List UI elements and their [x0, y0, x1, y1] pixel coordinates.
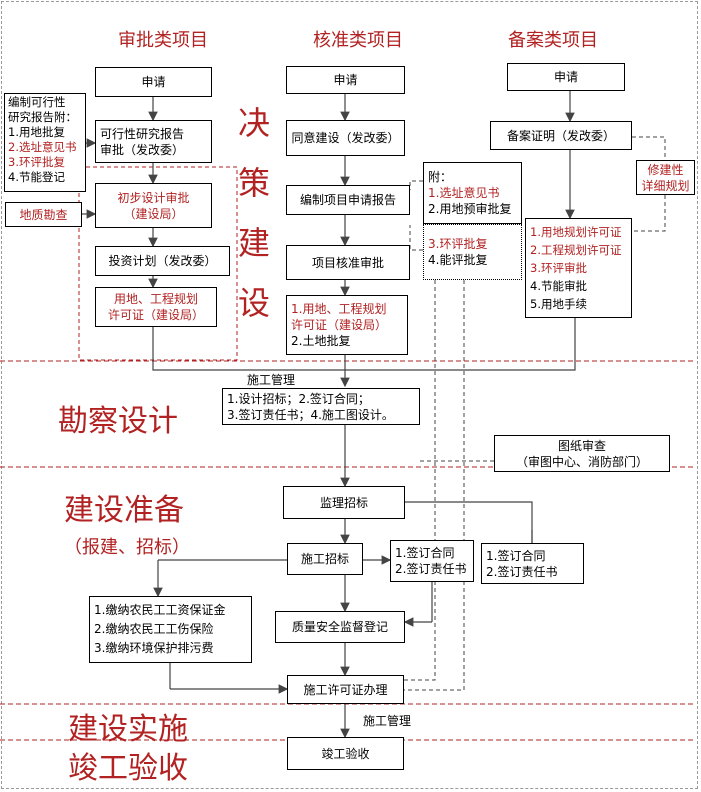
note-item-2: 2.选址意见书 — [8, 140, 77, 154]
phase-implementation: 建设实施 — [68, 712, 188, 747]
prelim-design-line-1: 初步设计审批 — [117, 190, 190, 205]
filing-items-box: 1.用地规划许可证 2.工程规划许可证 3.环评审批 4.节能审批 5.用地手续 — [525, 218, 632, 318]
verification-review-box: 项目核准审批 — [286, 245, 410, 280]
agree-construction-box: 同意建设（发改委） — [286, 120, 405, 156]
quality-registration-box: 质量安全监督登记 — [275, 611, 405, 643]
feasibility-line-2: 审批（发改委） — [100, 142, 185, 157]
feasibility-approval-box: 可行性研究报告 审批（发改委） — [95, 120, 212, 163]
construction-bid-box: 施工招标 — [287, 543, 363, 575]
phase-acceptance: 竣工验收 — [68, 751, 188, 786]
design-tasks-box: 1.设计招标；2.签订合同； 3.签订责任书；4.施工图设计。 — [222, 388, 420, 425]
application-report-box: 编制项目申请报告 — [286, 185, 410, 215]
phase-decision-3: 建 — [238, 224, 271, 262]
design-tasks-line-2: 3.签订责任书；4.施工图设计。 — [227, 407, 394, 422]
approval-apply-box: 申请 — [95, 67, 212, 97]
verification-permit-3: 2.土地批复 — [291, 334, 351, 348]
verification-attachments-box: 附： 1.选址意见书 2.用地预审批复 — [423, 162, 522, 224]
land-permit-line-1: 用地、工程规划 — [113, 292, 198, 306]
prelim-design-box: 初步设计审批 （建设局） — [95, 183, 212, 228]
completion-acceptance-box: 竣工验收 — [287, 737, 404, 770]
filing-item-5: 5.用地手续 — [530, 297, 587, 311]
contract-mid-line-2: 2.签订责任书 — [395, 562, 467, 576]
verification-permit-2: 许可证（建设局） — [291, 318, 388, 332]
attach-title: 附： — [428, 170, 453, 184]
fees-line-3: 3.缴纳环境保护排污费 — [94, 641, 214, 655]
attach-item-1: 1.选址意见书 — [428, 186, 500, 200]
fees-box: 1.缴纳农民工工资保证金 2.缴纳农民工工伤保险 3.缴纳环境保护排污费 — [89, 596, 252, 663]
fees-line-2: 2.缴纳农民工工伤保险 — [94, 622, 214, 636]
verification-attachments-2-box: 3.环评批复 4.能评批复 — [423, 224, 522, 280]
filing-item-3: 3.环评审批 — [530, 261, 587, 275]
verification-permit-1: 1.用地、工程规划 — [291, 302, 387, 316]
filing-apply-box: 申请 — [507, 63, 625, 91]
drawing-review-box: 图纸审查 （审图中心、消防部门） — [494, 435, 670, 472]
note-item-3: 3.环评批复 — [8, 155, 65, 169]
attach-item-2: 2.用地预审批复 — [428, 202, 512, 216]
geo-survey-box: 地质勘查 — [5, 202, 82, 227]
contract-right-line-2: 2.签订责任书 — [486, 564, 558, 579]
phase-preparation-sub: （报建、招标） — [64, 537, 190, 558]
column-heading-approval: 审批类项目 — [118, 30, 208, 51]
contract-right-box: 1.签订合同 2.签订责任书 — [481, 543, 584, 584]
note-title-2: 研究报告附： — [8, 110, 77, 124]
attach-item-3: 3.环评批复 — [428, 237, 488, 251]
filing-item-2: 2.工程规划许可证 — [530, 243, 622, 257]
supervision-bid-box: 监理招标 — [283, 486, 405, 519]
prelim-design-line-2: （建设局） — [123, 206, 184, 221]
fees-line-1: 1.缴纳农民工工资保证金 — [94, 603, 226, 617]
investment-plan-box: 投资计划（发改委） — [95, 246, 230, 276]
permit-process-box: 施工许可证办理 — [287, 675, 404, 704]
column-heading-verification: 核准类项目 — [313, 30, 403, 51]
phase-decision-2: 策 — [238, 164, 271, 202]
drawing-review-line-2: （审图中心、消防部门） — [515, 454, 648, 469]
phase-decision-1: 决 — [238, 104, 271, 142]
note-title-1: 编制可行性 — [8, 95, 66, 109]
column-heading-filing: 备案类项目 — [508, 30, 598, 51]
contract-right-line-1: 1.签订合同 — [486, 548, 546, 563]
note-item-1: 1.用地批复 — [8, 125, 65, 139]
attach-item-4: 4.能评批复 — [428, 253, 488, 267]
verification-apply-box: 申请 — [286, 66, 405, 94]
phase-decision-4: 设 — [238, 284, 271, 322]
verification-permits-box: 1.用地、工程规划 许可证（建设局） 2.土地批复 — [286, 295, 408, 355]
construction-mgmt-bottom-label: 施工管理 — [363, 714, 412, 728]
feasibility-attachments-note: 编制可行性 研究报告附： 1.用地批复 2.选址意见书 3.环评批复 4.节能登… — [4, 93, 86, 192]
filing-item-1: 1.用地规划许可证 — [530, 225, 622, 239]
filing-certificate-box: 备案证明（发改委） — [490, 121, 632, 150]
phase-survey: 勘察设计 — [58, 404, 178, 439]
design-tasks-line-1: 1.设计招标；2.签订合同； — [227, 391, 370, 406]
detail-plan-line-1: 修建性 — [647, 162, 684, 177]
note-item-4: 4.节能登记 — [8, 170, 65, 184]
contract-mid-line-1: 1.签订合同 — [395, 546, 455, 560]
feasibility-line-1: 可行性研究报告 — [100, 126, 185, 141]
approval-land-permit-box: 用地、工程规划 许可证（建设局） — [95, 287, 217, 327]
detail-plan-box: 修建性 详细规划 — [636, 160, 695, 195]
detail-plan-line-2: 详细规划 — [641, 178, 690, 193]
filing-item-4: 4.节能审批 — [530, 279, 587, 293]
construction-mgmt-top-label: 施工管理 — [247, 373, 296, 387]
land-permit-line-2: 许可证（建设局） — [107, 308, 204, 322]
phase-preparation: 建设准备 — [64, 493, 184, 528]
drawing-review-line-1: 图纸审查 — [557, 438, 606, 453]
contract-mid-box: 1.签订合同 2.签订责任书 — [390, 540, 474, 582]
